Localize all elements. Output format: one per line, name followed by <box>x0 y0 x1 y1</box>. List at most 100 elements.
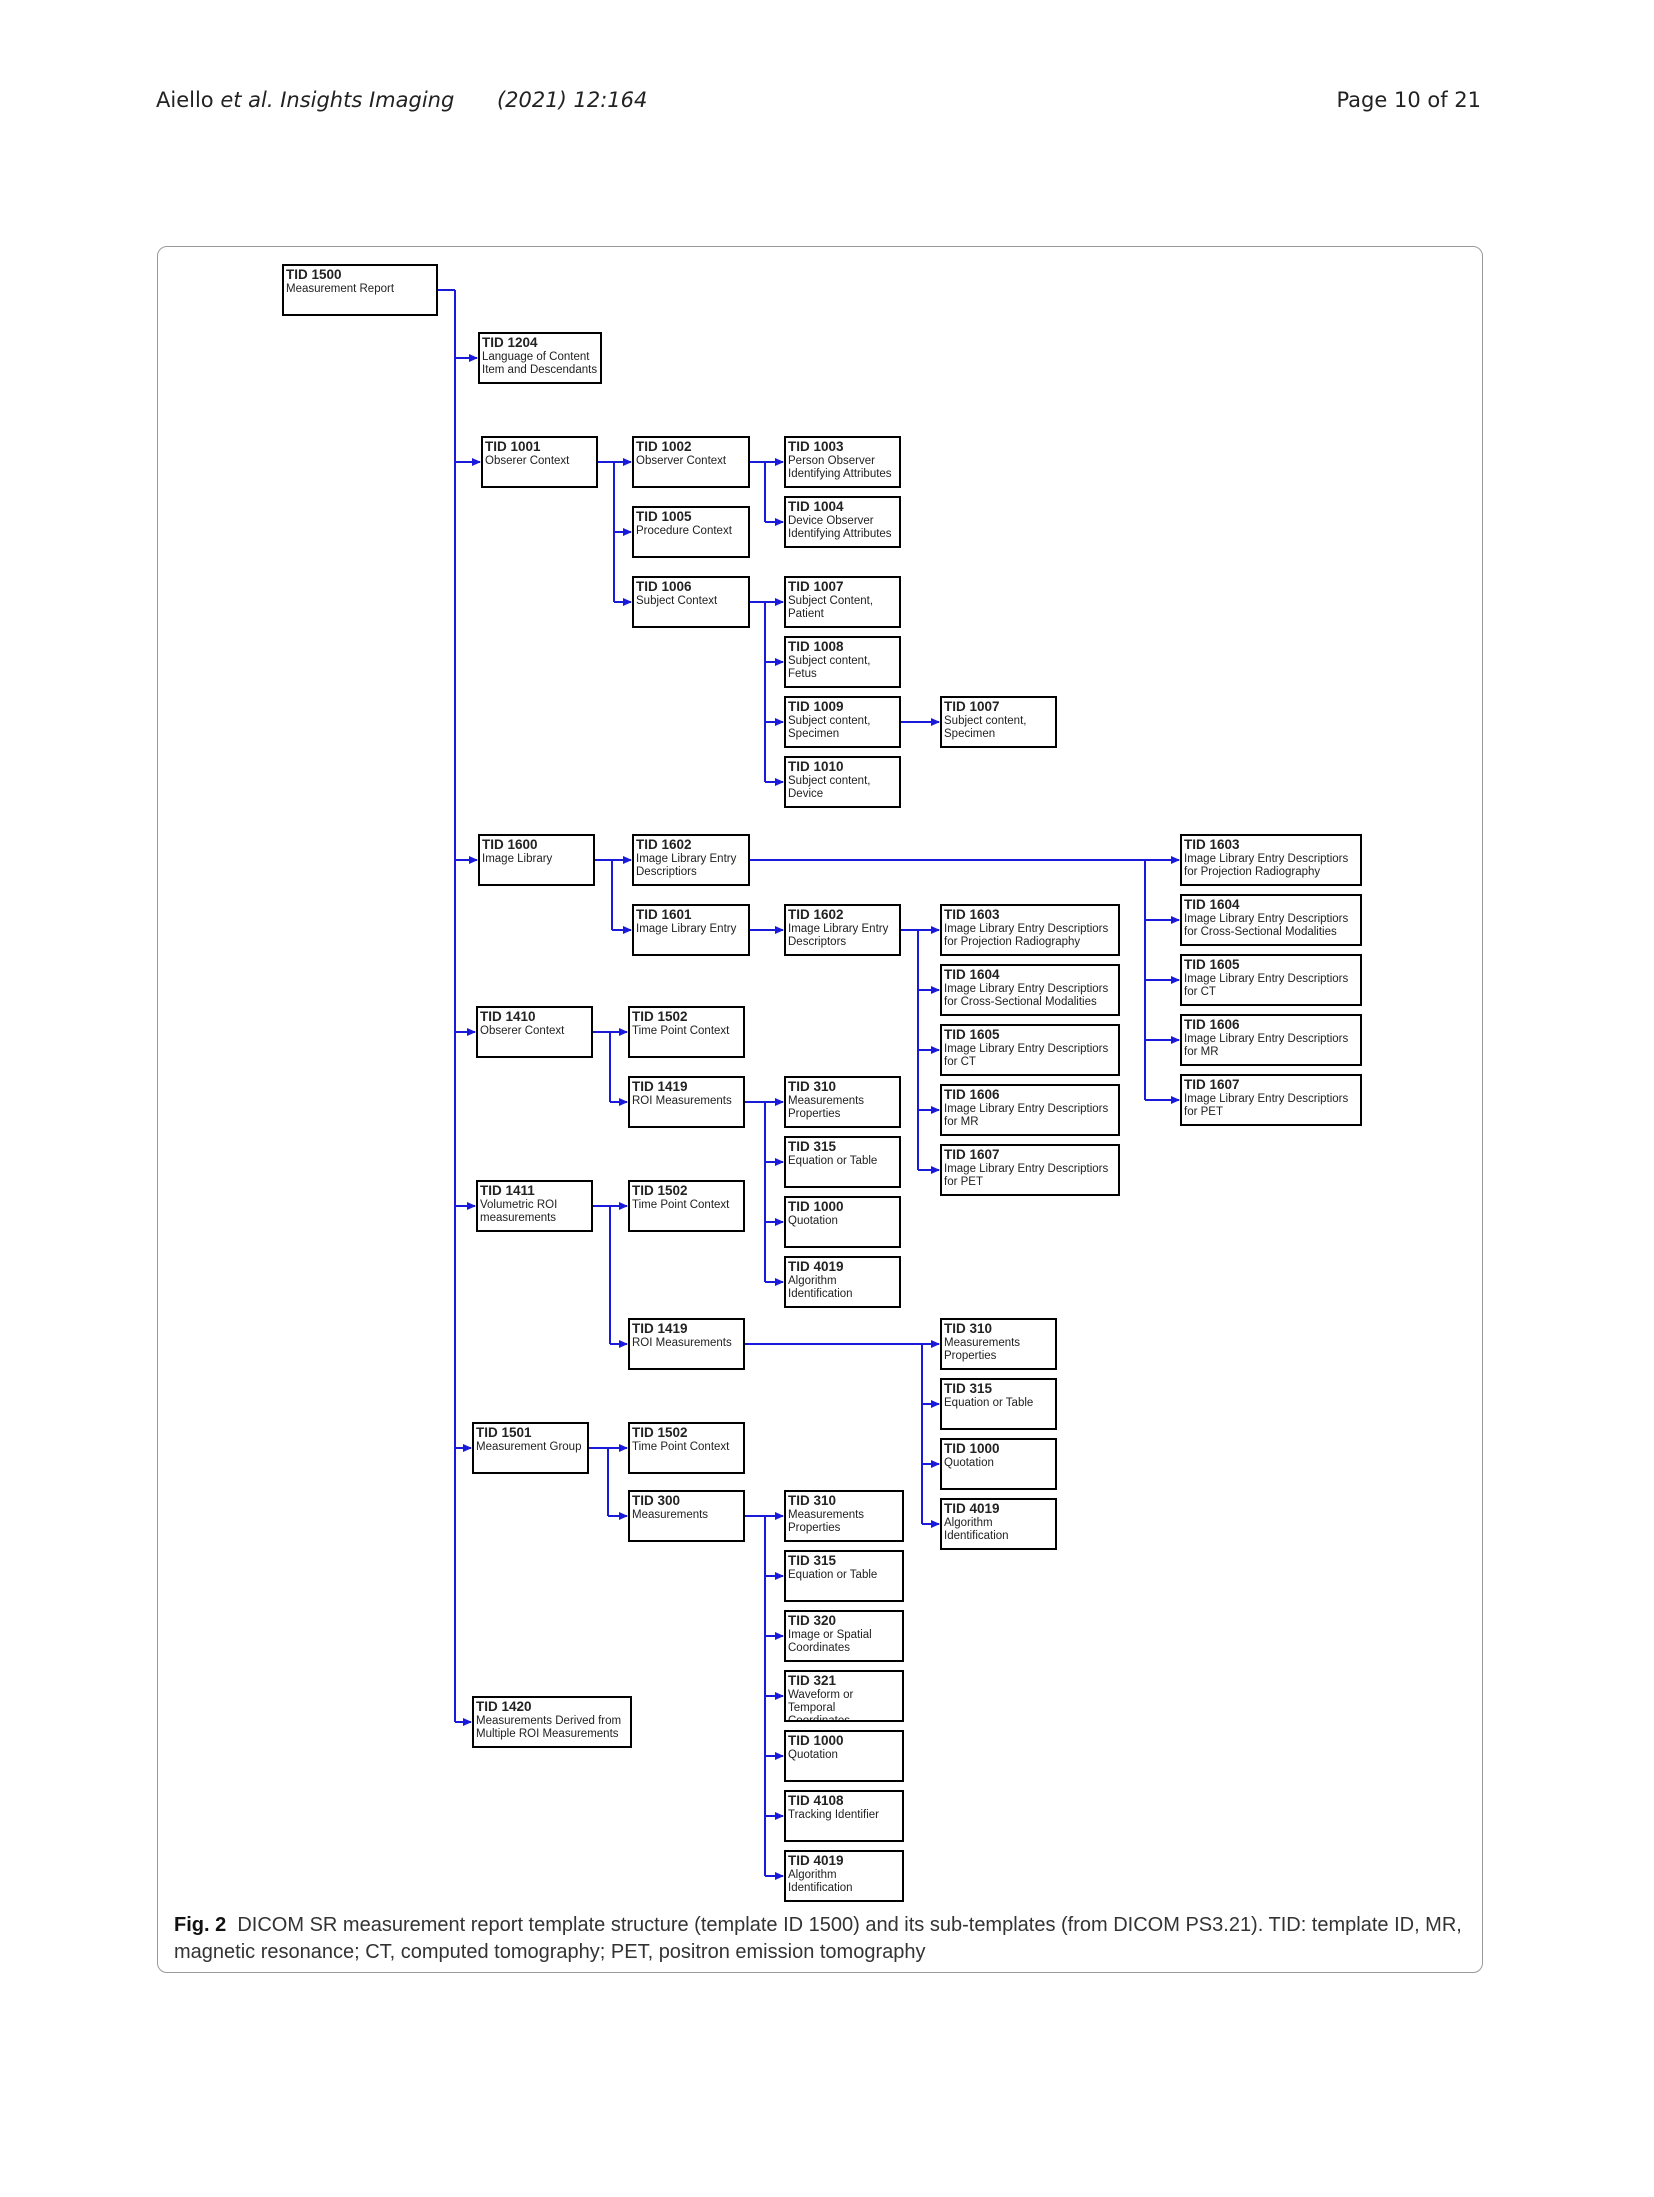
template-description: Algorithm Identification <box>944 1516 1009 1542</box>
template-description: Quotation <box>788 1748 838 1761</box>
template-id: TID 1420 <box>476 1699 532 1714</box>
template-description: Subject content, Fetus <box>788 654 871 680</box>
template-id: TID 1606 <box>944 1087 1000 1102</box>
template-id: TID 1604 <box>1184 897 1240 912</box>
template-id: TID 315 <box>944 1381 993 1396</box>
template-description: Measurements Properties <box>788 1094 865 1120</box>
template-description: Observer Context <box>636 454 727 467</box>
template-description: Quotation <box>788 1214 838 1227</box>
template-id: TID 1419 <box>632 1079 688 1094</box>
template-id: TID 315 <box>788 1139 837 1154</box>
header-authors: Aiello <box>156 88 214 112</box>
template-id: TID 1605 <box>1184 957 1240 972</box>
template-description: Subject content, Specimen <box>944 714 1027 740</box>
template-description: Subject content, Specimen <box>788 714 871 740</box>
template-description: Subject Context <box>636 594 718 607</box>
template-id: TID 4019 <box>788 1259 844 1274</box>
page-number: Page 10 of 21 <box>1336 88 1481 112</box>
figure-frame <box>157 246 1483 1973</box>
template-id: TID 1500 <box>286 267 342 282</box>
template-description: Tracking Identifier <box>788 1808 879 1821</box>
template-id: TID 1000 <box>944 1441 1000 1456</box>
template-id: TID 1004 <box>788 499 844 514</box>
template-description: Time Point Context <box>632 1198 730 1211</box>
template-description: ROI Measurements <box>632 1094 732 1107</box>
template-id: TID 1008 <box>788 639 844 654</box>
template-description: Quotation <box>944 1456 994 1469</box>
template-description: Image Library Entry <box>636 922 737 935</box>
template-id: TID 1002 <box>636 439 692 454</box>
template-description: Time Point Context <box>632 1440 730 1453</box>
template-description: Subject Content, Patient <box>788 594 874 620</box>
template-description: Image Library <box>482 852 553 865</box>
template-description: Image Library Entry Descriptors <box>788 922 889 948</box>
template-id: TID 1000 <box>788 1733 844 1748</box>
template-id: TID 1605 <box>944 1027 1000 1042</box>
template-description: Waveform or Temporal Coordinates <box>788 1688 854 1722</box>
template-id: TID 1007 <box>788 579 844 594</box>
template-id: TID 310 <box>944 1321 993 1336</box>
template-description: Image Library Entry Descriptiors for MR <box>1184 1032 1349 1058</box>
template-id: TID 1600 <box>482 837 538 852</box>
running-header-citation: Aiello et al. Insights Imaging (2021) 12… <box>156 88 647 112</box>
template-description: Image Library Entry Descriptiors for PET <box>1184 1092 1349 1118</box>
template-id: TID 1005 <box>636 509 692 524</box>
template-id: TID 1606 <box>1184 1017 1240 1032</box>
template-description: Person Observer Identifying Attributes <box>788 454 892 480</box>
header-journal: et al. Insights Imaging <box>213 88 455 112</box>
template-id: TID 1602 <box>788 907 844 922</box>
template-id: TID 1604 <box>944 967 1000 982</box>
template-description: Image Library Entry Descriptiors for Pro… <box>1184 852 1349 878</box>
template-description: Equation or Table <box>788 1568 878 1581</box>
template-id: TID 1010 <box>788 759 844 774</box>
template-description: Volumetric ROI measurements <box>480 1198 558 1224</box>
template-id: TID 1603 <box>944 907 1000 922</box>
template-description: Image Library Entry Descriptiors <box>636 852 737 878</box>
template-description: Obserer Context <box>485 454 570 467</box>
template-id: TID 1607 <box>944 1147 1000 1162</box>
template-description: Image or Spatial Coordinates <box>788 1628 872 1654</box>
template-id: TID 1410 <box>480 1009 536 1024</box>
template-description: ROI Measurements <box>632 1336 732 1349</box>
template-id: TID 315 <box>788 1553 837 1568</box>
figure-caption: Fig. 2 DICOM SR measurement report templ… <box>174 1912 1464 1966</box>
template-description: Image Library Entry Descriptiors for Cro… <box>1184 912 1349 938</box>
template-id: TID 1502 <box>632 1009 688 1024</box>
template-id: TID 1009 <box>788 699 844 714</box>
template-description: Measurements Derived from Multiple ROI M… <box>476 1714 622 1740</box>
template-id: TID 1501 <box>476 1425 532 1440</box>
